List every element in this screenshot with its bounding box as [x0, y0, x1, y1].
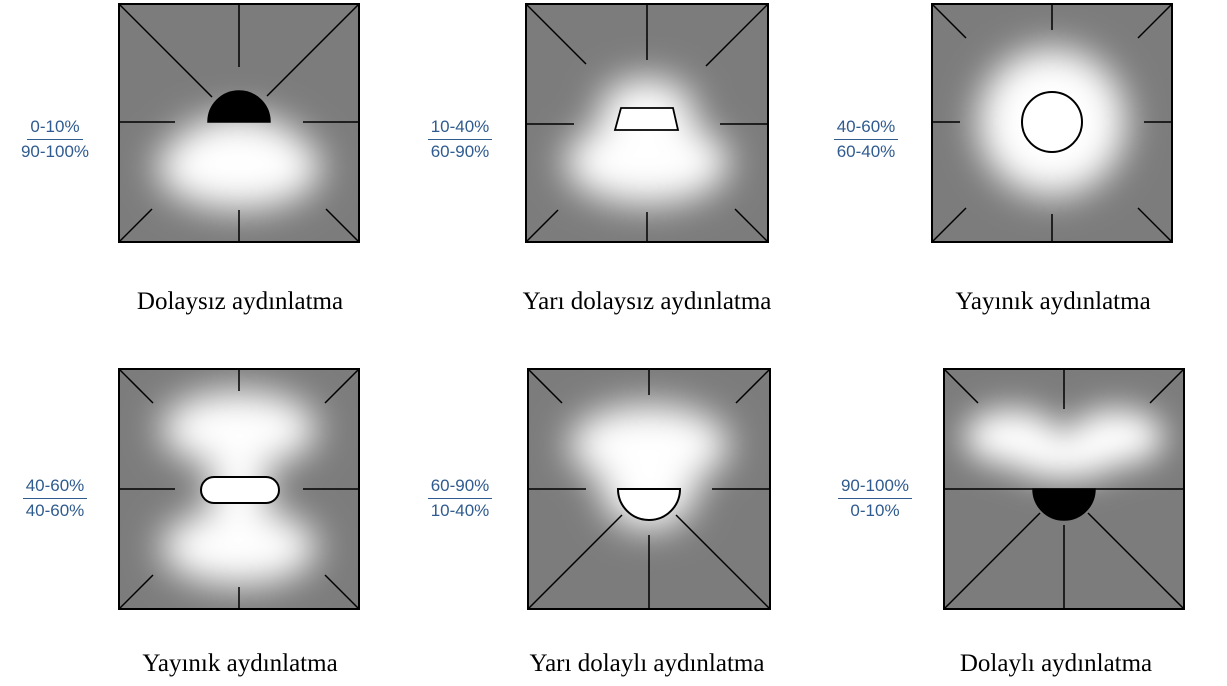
panel-caption: Yayınık aydınlatma [955, 288, 1151, 315]
panel-caption: Yayınık aydınlatma [142, 650, 338, 677]
room-lines [118, 3, 360, 243]
room-lines [931, 3, 1173, 243]
downward-percentage: 0-10% [850, 501, 900, 520]
light-distribution-ratio: 10-40% 60-90% [405, 116, 515, 163]
light-glow [964, 409, 1164, 479]
room-diagram [525, 3, 769, 243]
luminaire-fixture [207, 90, 271, 123]
luminaire-fixture [200, 476, 280, 504]
light-distribution-ratio: 60-90% 10-40% [405, 475, 515, 522]
room-lines [525, 3, 769, 243]
downward-percentage: 10-40% [430, 501, 490, 520]
upward-percentage: 60-90% [427, 475, 493, 499]
light-distribution-ratio: 40-60% 40-60% [0, 475, 110, 522]
upward-percentage: 40-60% [833, 116, 899, 140]
room-diagram [118, 3, 360, 243]
upward-percentage: 10-40% [427, 116, 493, 140]
upward-percentage: 90-100% [837, 475, 913, 499]
upward-percentage: 40-60% [22, 475, 88, 499]
luminaire-fixture [1032, 488, 1096, 521]
room-diagram [931, 3, 1173, 243]
room-diagram [118, 368, 360, 610]
downward-percentage: 90-100% [20, 142, 90, 161]
light-glow [157, 116, 321, 209]
downward-percentage: 60-40% [836, 142, 896, 161]
room-lines [527, 368, 771, 610]
panel-caption: Dolaysız aydınlatma [136, 288, 344, 315]
room-diagram [943, 368, 1185, 610]
luminaire-fixture [1021, 91, 1083, 153]
luminaire-fixture [613, 107, 680, 131]
downward-percentage: 40-60% [25, 501, 85, 520]
panel-caption: Dolaylı aydınlatma [959, 650, 1153, 677]
light-glow [161, 391, 317, 585]
light-distribution-ratio: 90-100% 0-10% [820, 475, 930, 522]
panel-caption: Yarı dolaysız aydınlatma [522, 288, 772, 315]
upward-percentage: 0-10% [27, 116, 83, 140]
panel-caption: Yarı dolaylı aydınlatma [529, 650, 765, 677]
luminaire-fixture [616, 488, 682, 521]
light-distribution-ratio: 0-10% 90-100% [0, 116, 110, 163]
room-lines [118, 368, 360, 610]
room-diagram [527, 368, 771, 610]
light-distribution-ratio: 40-60% 60-40% [811, 116, 921, 163]
downward-percentage: 60-90% [430, 142, 490, 161]
